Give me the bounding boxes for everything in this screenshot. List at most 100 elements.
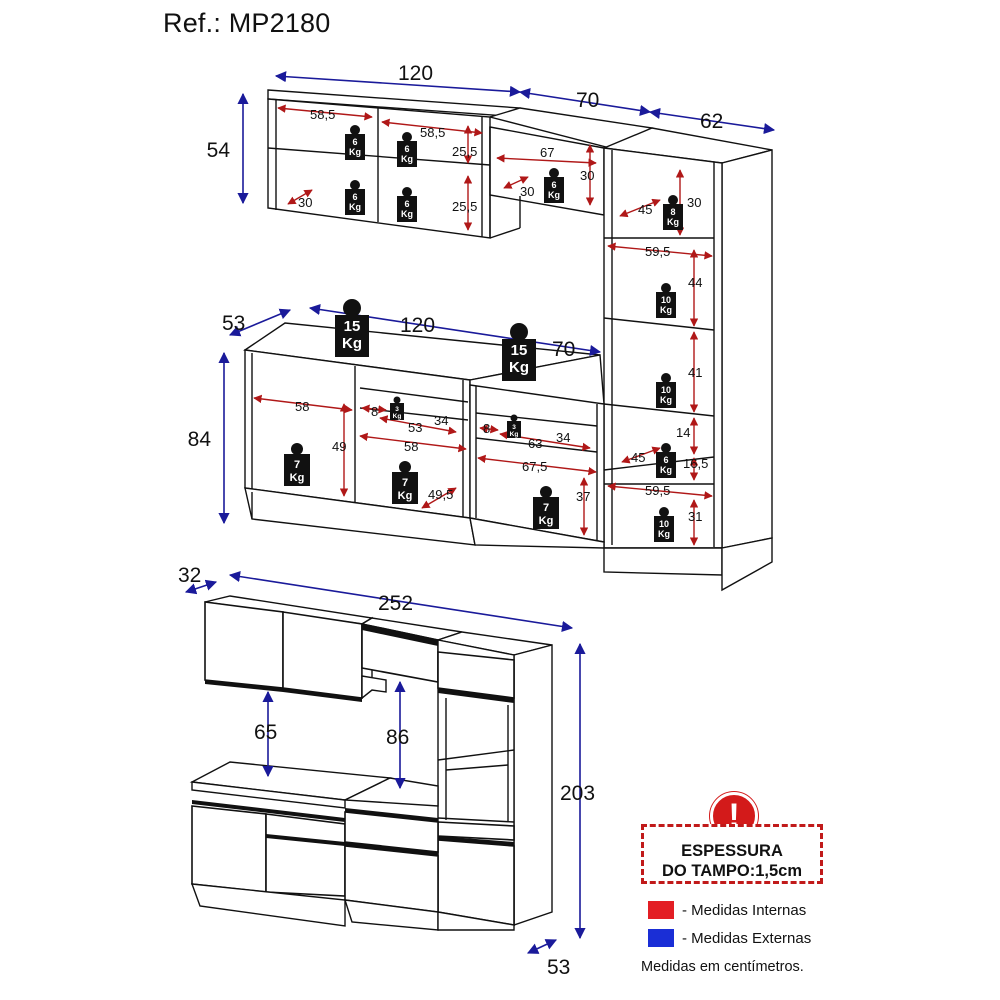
svg-text:Kg: Kg xyxy=(660,465,672,475)
int-dim: 58 xyxy=(295,399,309,414)
upper-cabinet-120 xyxy=(267,89,521,239)
tall-column-62 xyxy=(601,127,773,549)
dim-252: 252 xyxy=(378,592,413,615)
int-dim: 53 xyxy=(408,420,422,435)
front-external-dimensions: 32 252 65 86 203 53 xyxy=(178,564,595,979)
blue-swatch xyxy=(648,929,674,947)
svg-text:10: 10 xyxy=(659,519,669,529)
dim-70-base: 70 xyxy=(552,338,575,361)
svg-text:7: 7 xyxy=(402,477,408,489)
svg-text:Kg: Kg xyxy=(349,147,361,157)
weight-icon: 6 Kg xyxy=(397,187,417,222)
int-dim: 25,5 xyxy=(452,144,477,159)
legend-external-label: - Medidas Externas xyxy=(682,929,812,947)
int-dim: 34 xyxy=(434,413,448,428)
legend-internal: - Medidas Internas xyxy=(648,901,806,919)
int-dim: 30 xyxy=(580,168,594,183)
svg-text:7: 7 xyxy=(543,502,549,514)
int-dim: 58 xyxy=(404,439,418,454)
svg-text:3: 3 xyxy=(512,424,516,431)
svg-text:Kg: Kg xyxy=(539,515,554,527)
dim-54: 54 xyxy=(207,139,231,162)
dim-65: 65 xyxy=(254,721,277,744)
svg-text:6: 6 xyxy=(352,137,357,147)
svg-text:Kg: Kg xyxy=(658,529,670,539)
int-dim: 45 xyxy=(631,450,645,465)
int-dim: 44 xyxy=(688,275,702,290)
int-dim: 59,5 xyxy=(645,244,670,259)
upper-flap-bottom xyxy=(361,675,387,700)
int-dim: 25,5 xyxy=(452,199,477,214)
red-swatch xyxy=(648,901,674,919)
int-dim: 59,5 xyxy=(645,483,670,498)
int-dim: 30 xyxy=(687,195,701,210)
svg-text:15: 15 xyxy=(511,342,528,359)
svg-text:Kg: Kg xyxy=(290,472,305,484)
svg-text:Kg: Kg xyxy=(349,202,361,212)
dim-203: 203 xyxy=(560,782,595,805)
column-plinth xyxy=(603,547,723,576)
int-dim: 67 xyxy=(540,145,554,160)
svg-text:Kg: Kg xyxy=(401,154,413,164)
tabletop-thickness-note: ESPESSURA DO TAMPO:1,5cm xyxy=(641,824,823,884)
dim-120-top: 120 xyxy=(398,62,433,85)
weight-icon: 6 Kg xyxy=(544,168,564,203)
column-plinth-side xyxy=(721,537,773,592)
upper-cabinet-70 xyxy=(487,107,655,239)
int-dim: 30 xyxy=(298,195,312,210)
upper-door-right xyxy=(282,611,363,699)
svg-text:6: 6 xyxy=(663,455,668,465)
svg-text:6: 6 xyxy=(551,180,556,190)
svg-text:8: 8 xyxy=(670,207,675,217)
dim-70-top: 70 xyxy=(576,89,599,112)
svg-text:10: 10 xyxy=(661,385,671,395)
dim-120-base: 120 xyxy=(400,314,435,337)
base-drawer-block xyxy=(265,813,346,897)
weight-icon: 8 Kg xyxy=(663,195,683,230)
int-dim: 45 xyxy=(638,202,652,217)
int-dim: 34 xyxy=(556,430,570,445)
svg-text:6: 6 xyxy=(404,199,409,209)
svg-text:Kg: Kg xyxy=(548,190,560,200)
svg-text:Kg: Kg xyxy=(510,431,519,438)
svg-text:Kg: Kg xyxy=(393,413,402,420)
units-footnote: Medidas em centímetros. xyxy=(641,959,804,975)
dim-32: 32 xyxy=(178,564,201,587)
top-internal-dimensions: 58,5 58,5 25,5 25,5 30 67 30 30 30 45 59… xyxy=(253,104,713,546)
int-dim: 16,5 xyxy=(683,456,708,471)
weight-icon: 6 Kg xyxy=(345,125,365,160)
int-dim: 49 xyxy=(332,439,346,454)
base-door-left xyxy=(191,805,267,893)
svg-text:Kg: Kg xyxy=(660,395,672,405)
weight-icons: 6 Kg 6 Kg 6 Kg 6 Kg 6 Kg 8 Kg xyxy=(284,125,683,542)
weight-icon: 6 Kg xyxy=(345,180,365,215)
weight-icon: 6 Kg xyxy=(397,132,417,167)
svg-text:6: 6 xyxy=(404,144,409,154)
int-dim: 58,5 xyxy=(420,125,445,140)
svg-text:Kg: Kg xyxy=(398,490,413,502)
int-dim: 14 xyxy=(676,425,690,440)
int-dim: 8 xyxy=(371,404,378,419)
svg-text:Kg: Kg xyxy=(509,359,529,376)
weight-icon: 15 Kg xyxy=(335,299,369,357)
legend-external: - Medidas Externas xyxy=(648,929,811,947)
base-plinth xyxy=(190,883,346,927)
dim-62: 62 xyxy=(700,110,723,133)
int-dim: 31 xyxy=(688,509,702,524)
svg-text:Kg: Kg xyxy=(401,209,413,219)
weight-icon: 3 Kg xyxy=(507,414,521,438)
int-dim: 67,5 xyxy=(522,459,547,474)
svg-text:15: 15 xyxy=(344,318,361,335)
weight-icon: 7 Kg xyxy=(392,461,418,504)
weight-icon: 7 Kg xyxy=(533,486,559,529)
svg-text:Kg: Kg xyxy=(660,305,672,315)
svg-text:10: 10 xyxy=(661,295,671,305)
svg-text:6: 6 xyxy=(352,192,357,202)
svg-text:Kg: Kg xyxy=(667,217,679,227)
weight-icon: 10 Kg xyxy=(656,283,676,318)
weight-icon: 10 Kg xyxy=(654,507,674,542)
weight-icon: 6 Kg xyxy=(656,443,676,478)
base-70-top xyxy=(342,777,439,807)
weight-icon: 10 Kg xyxy=(656,373,676,408)
